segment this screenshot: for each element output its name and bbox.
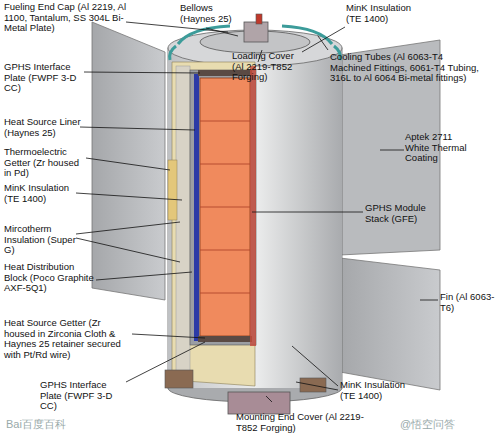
part-label: Mircotherm Insulation (Super G)	[4, 224, 78, 256]
thermoelectric-getter	[168, 160, 177, 220]
part-label: Thermoelectric Getter (Zr housed in Pd)	[4, 147, 86, 179]
right-fin-lower	[340, 258, 440, 390]
microtherm-insulation	[172, 62, 255, 386]
part-label: Mounting End Cover (Al 2219-T852 Forging…	[236, 412, 366, 433]
watermark: @悟空问答	[400, 418, 490, 430]
part-label: Loading Cover (Al 2219-T852 Forging)	[232, 51, 302, 83]
part-label: Fueling End Cap (Al 2219, Al 1100, Tanta…	[4, 2, 126, 34]
part-label: Heat Source Getter (Zr housed in Zirconi…	[4, 318, 132, 361]
part-label: Bellows (Haynes 25)	[180, 3, 238, 24]
part-label: GPHS Interface Plate (FWPF 3-D CC)	[4, 62, 86, 94]
left-fin	[92, 22, 165, 300]
part-label: Heat Source Liner (Haynes 25)	[4, 117, 82, 138]
loading-cover	[244, 22, 268, 42]
mounting-end-cover	[228, 392, 290, 414]
heat-source-liner	[194, 74, 199, 341]
cooling-tube	[178, 26, 332, 44]
part-label: MinK Insulation (TE 1400)	[346, 3, 418, 24]
part-label: MinK Insulation (TE 1400)	[4, 183, 78, 204]
gphs-module-divisions	[200, 121, 250, 293]
part-label: Aptek 2711 White Thermal Coating	[405, 132, 475, 164]
gphs-module-stack	[200, 78, 250, 336]
watermark: Bai百度百科	[6, 418, 96, 430]
part-label: Heat Distribution Block (Poco Graphite A…	[4, 262, 98, 294]
part-label: GPHS Interface Plate (FWPF 3-D CC)	[40, 380, 126, 412]
part-label: Cooling Tubes (Al 6063-T4 Machined Fitti…	[330, 52, 480, 84]
heat-distribution-block	[190, 70, 256, 345]
part-label: GPHS Module Stack (GFE)	[365, 203, 437, 224]
part-label: MinK Insulation (TE 1400)	[340, 380, 422, 401]
gphs-interface-plate-bottom	[198, 336, 252, 342]
part-label: Fin (Al 6063-T6)	[440, 292, 496, 313]
housing	[168, 48, 342, 388]
mink-insulation	[176, 66, 190, 376]
